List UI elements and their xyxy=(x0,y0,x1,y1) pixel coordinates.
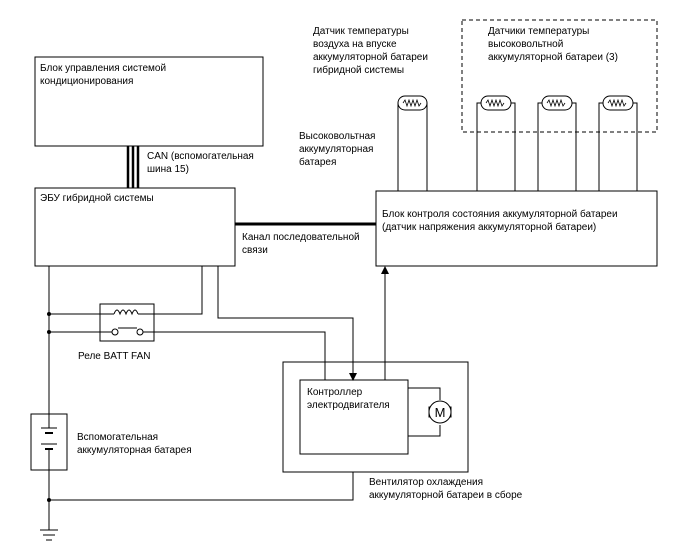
ac-control-unit-label: Блок управления системой кондиционирован… xyxy=(40,63,169,87)
battery-temp-sensors-label: Датчики температуры высоковольтной аккум… xyxy=(488,26,618,63)
thermistor-icon xyxy=(602,95,634,111)
fan-assembly-label: Вентилятор охлаждения аккумуляторной бат… xyxy=(369,477,523,501)
hybrid-ecu-box xyxy=(34,187,236,267)
motor-controller-box xyxy=(299,379,409,455)
motor-icon: M xyxy=(428,400,452,424)
temp-sensor-wiring xyxy=(397,102,638,191)
thermistor-icon xyxy=(397,95,428,111)
can-bus-lines xyxy=(126,146,140,188)
ecu-wiring xyxy=(48,266,389,530)
battery-cell-icon xyxy=(41,414,57,470)
ground-icon xyxy=(40,529,58,541)
intake-sensor-label: Датчик температуры воздуха на впуске акк… xyxy=(313,26,431,76)
thermistor-icon xyxy=(480,95,512,111)
relay-box xyxy=(99,303,155,342)
relay-label: Реле BATT FAN xyxy=(78,351,151,362)
hv-battery-label: Высоковольтная аккумуляторная батарея xyxy=(299,131,378,168)
relay-coil-icon xyxy=(113,309,139,316)
motor-controller-label: Контроллер электродвигателя xyxy=(307,387,390,411)
svg-text:M: M xyxy=(435,405,446,420)
battery-monitor-label: Блок контроля состояния аккумуляторной б… xyxy=(382,208,620,233)
hybrid-ecu-label: ЭБУ гибридной системы xyxy=(40,192,154,204)
junction-dots xyxy=(47,312,51,502)
can-bus-label: CAN (вспомогательная шина 15) xyxy=(147,151,257,175)
aux-battery-label: Вспомогательная аккумуляторная батарея xyxy=(77,432,192,456)
serial-link-label: Канал последовательной связи xyxy=(242,232,362,256)
thermistor-icon xyxy=(541,95,573,111)
ac-control-unit-box xyxy=(34,56,264,147)
motor-wiring xyxy=(408,387,441,437)
battery-monitor-box xyxy=(375,190,658,267)
